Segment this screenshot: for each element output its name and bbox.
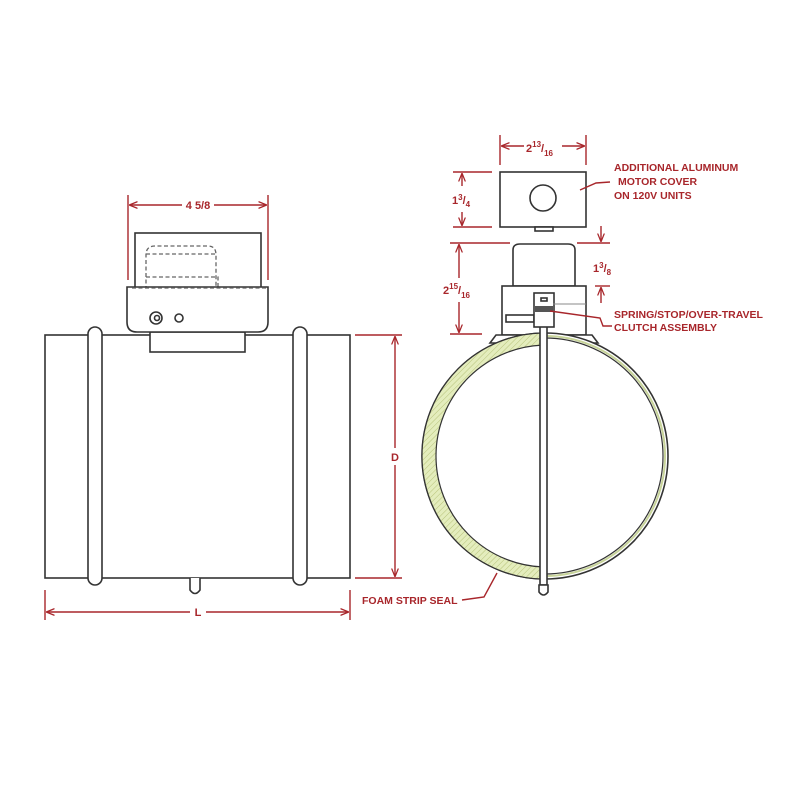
clutch-callout-line-1: SPRING/STOP/OVER-TRAVEL xyxy=(614,309,764,321)
cover-hole xyxy=(529,184,557,212)
duct-band-right xyxy=(292,326,308,586)
hidden-motor-detail xyxy=(146,253,219,288)
callout-clutch: SPRING/STOP/OVER-TRAVEL CLUTCH ASSEMBLY xyxy=(549,303,764,334)
shaft-block xyxy=(149,331,246,353)
hidden-motor xyxy=(145,245,217,290)
motor-top xyxy=(134,232,262,290)
dim-length: L xyxy=(44,590,351,620)
clearance-label: 13/8 xyxy=(593,261,612,277)
seal-callout: FOAM STRIP SEAL xyxy=(362,595,458,607)
bottom-nub xyxy=(189,578,201,595)
length-label: L xyxy=(195,607,202,619)
dim-cover-width: 213/16 xyxy=(499,135,587,165)
callout-seal: FOAM STRIP SEAL xyxy=(362,572,498,607)
cover-callout-line-3: ON 120V UNITS xyxy=(614,190,692,202)
clutch-callout-line-2: CLUTCH ASSEMBLY xyxy=(614,322,717,334)
indicator-icon xyxy=(174,313,184,323)
motor-width-label: 4 5/8 xyxy=(186,200,210,212)
clutch-band xyxy=(535,306,553,312)
cover-tab xyxy=(534,226,554,232)
cover-callout-line-2: MOTOR COVER xyxy=(618,176,698,188)
motor-height-label: 215/16 xyxy=(443,282,471,300)
damper-shaft xyxy=(539,299,548,586)
side-view xyxy=(44,232,351,595)
end-view xyxy=(421,171,669,596)
foam-strip-seal xyxy=(421,332,542,580)
dim-cover-height: 13/4 xyxy=(452,171,492,228)
cover-callout-line-1: ADDITIONAL ALUMINUM xyxy=(614,162,738,174)
switch-knob-icon xyxy=(149,311,163,325)
motor-dome xyxy=(512,243,576,287)
callout-cover: ADDITIONAL ALUMINUM MOTOR COVER ON 120V … xyxy=(579,162,738,202)
shaft-end xyxy=(538,584,549,596)
stop-pin xyxy=(505,314,535,323)
knob-center-icon xyxy=(153,314,161,322)
diameter-label: D xyxy=(391,452,399,464)
clutch-slot xyxy=(540,297,548,302)
motor-base xyxy=(126,286,269,333)
dim-motor-width: 4 5/8 xyxy=(127,195,269,280)
duct-band-left xyxy=(87,326,103,586)
dim-clearance: 13/8 xyxy=(577,226,612,303)
cover-height-label: 13/4 xyxy=(452,193,471,209)
cover-width-label: 213/16 xyxy=(526,140,554,158)
dim-motor-height: 215/16 xyxy=(443,242,510,335)
dim-diameter: D xyxy=(355,334,402,579)
